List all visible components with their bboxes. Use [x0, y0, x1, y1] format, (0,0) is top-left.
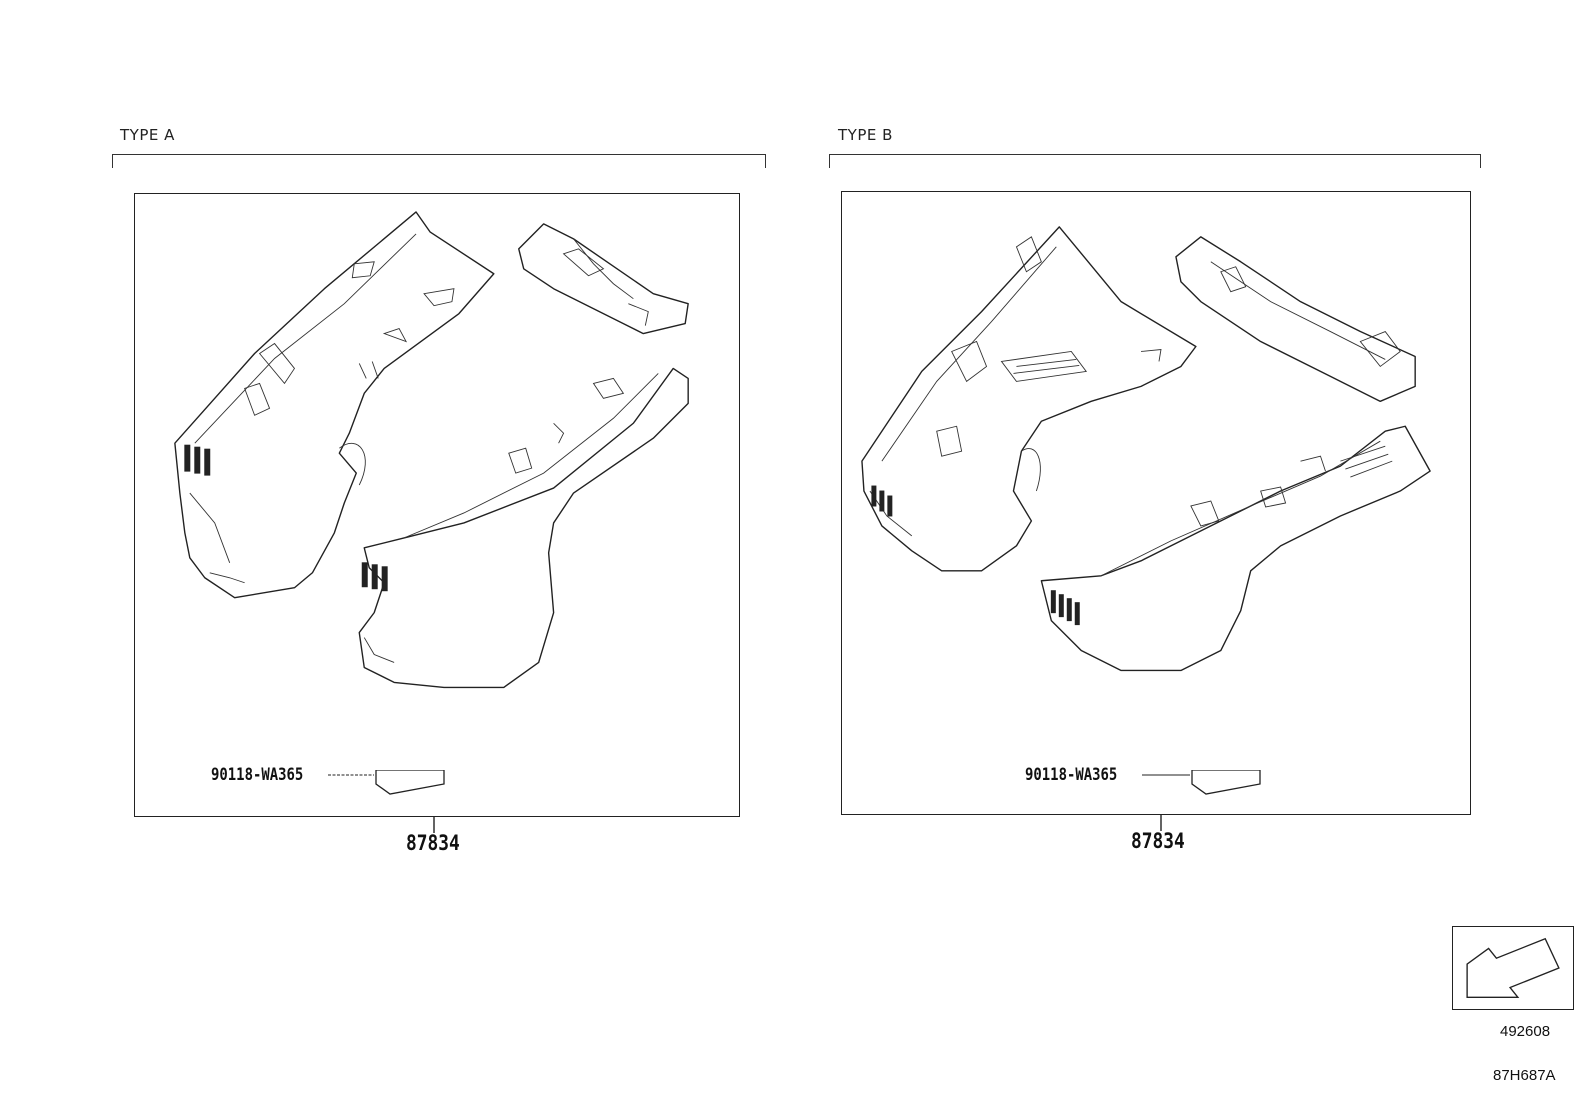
type-a-lower-cover [358, 367, 689, 689]
type-a-bracket [112, 154, 766, 168]
type-b-bracket [829, 154, 1481, 168]
type-b-clip-part-number: 90118-WA365 [1025, 765, 1118, 785]
type-b-clip-leader [1142, 770, 1261, 795]
type-a-clip-icon [375, 770, 445, 795]
type-b-lower-cover [1040, 425, 1431, 672]
reference-code: 492608 [1500, 1023, 1551, 1040]
type-a-column-cover-illustration [174, 211, 689, 689]
type-b-frame [841, 191, 1471, 815]
illustration-id: 87H687A [1493, 1067, 1556, 1084]
type-a-frame [134, 193, 740, 817]
type-a-assembly-leader [433, 817, 435, 833]
type-a-assembly-part-number: 87834 [406, 831, 460, 855]
type-b-strip-piece [1175, 236, 1416, 403]
type-b-upper-cover [861, 226, 1197, 572]
type-b-label: TYPE B [838, 126, 893, 144]
type-b-column-cover-illustration [861, 226, 1431, 672]
type-a-clip-leader [328, 770, 445, 795]
front-direction-box [1452, 926, 1574, 1010]
type-a-hinge-piece [518, 223, 689, 335]
type-a-clip-part-number: 90118-WA365 [211, 765, 304, 785]
front-arrow-icon [1466, 937, 1560, 998]
type-b-assembly-leader [1160, 815, 1162, 831]
type-b-assembly-part-number: 87834 [1131, 829, 1185, 853]
type-a-label: TYPE A [120, 126, 175, 144]
type-b-clip-icon [1191, 770, 1261, 795]
type-a-upper-cover [174, 211, 495, 599]
